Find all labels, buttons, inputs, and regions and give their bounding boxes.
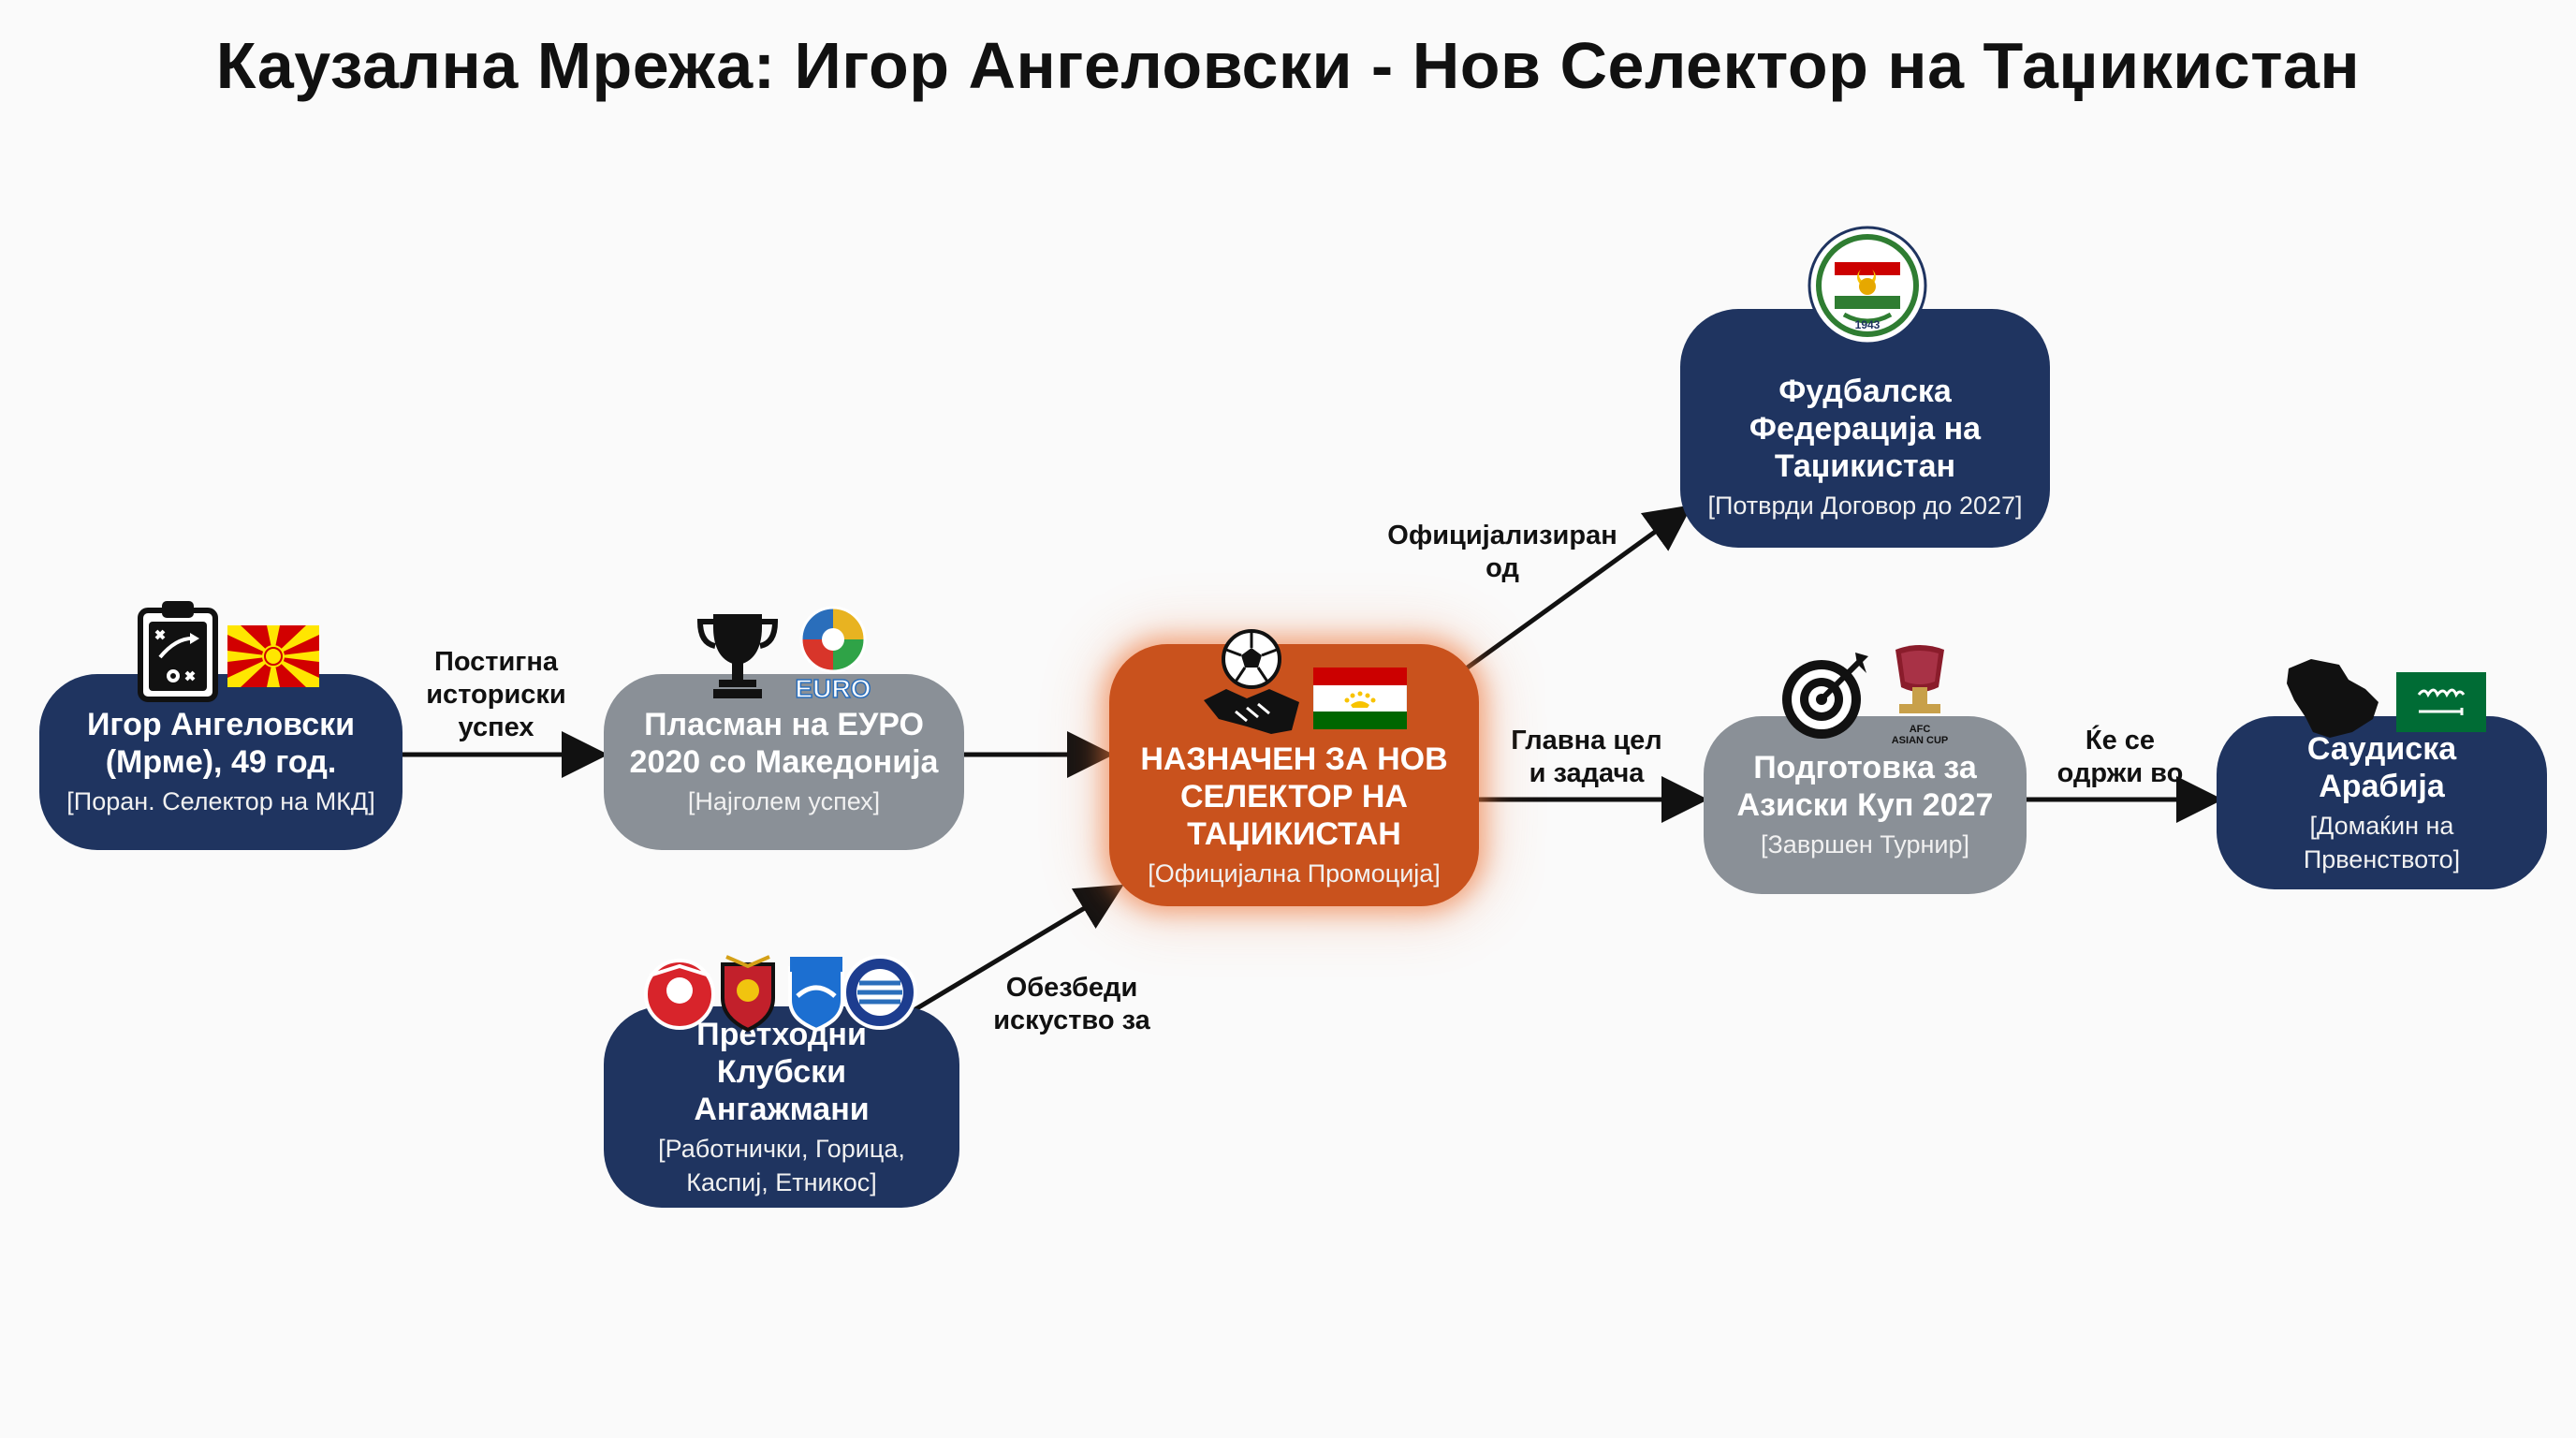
node-title: Фудбалска Федерација на Таџикистан bbox=[1749, 373, 1982, 484]
node-saudi-arabia[interactable]: Саудиска Арабија [Домаќин на Првенството… bbox=[2217, 716, 2547, 889]
node-subtitle: [Најголем успех] bbox=[687, 787, 881, 815]
kaspij-crest-icon bbox=[788, 957, 844, 1033]
node-appointed-selector[interactable]: НАЗНАЧЕН ЗА НОВ СЕЛЕКТОР НА ТАЏИКИСТАН [… bbox=[1109, 644, 1479, 906]
node-title: Подготовка за Азиски Куп 2027 bbox=[1736, 750, 1994, 823]
node-subtitle: [Завршен Турнир] bbox=[1761, 830, 1969, 858]
edge-label-appointed-federation: Официјализиран од bbox=[1387, 521, 1617, 583]
edge-label-asiancup-saudi: Ќе се одржи во bbox=[2056, 726, 2184, 788]
edge-label-clubs-appointed: Обезбеди искуство за bbox=[993, 973, 1150, 1035]
node-title: НАЗНАЧЕН ЗА НОВ СЕЛЕКТОР НА ТАЏИКИСТАН bbox=[1140, 741, 1448, 852]
node-title: Пласман на ЕУРО 2020 со Македонија bbox=[629, 707, 939, 780]
asian-cup-trophy-icon: AFC ASIAN CUP bbox=[1877, 644, 1963, 752]
node-subtitle: [Работнички, Горица, Каспиј, Етникос] bbox=[658, 1134, 905, 1196]
edge-label-appointed-asiancup: Главна цел и задача bbox=[1511, 726, 1662, 788]
target-icon bbox=[1782, 653, 1868, 739]
trophy-icon bbox=[696, 614, 779, 698]
afc-logo-text: AFC ASIAN CUP bbox=[1891, 724, 1949, 746]
gorica-crest-icon bbox=[721, 955, 775, 1033]
edge-appointed-federation bbox=[1463, 505, 1693, 672]
node-asian-cup-prep[interactable]: Подготовка за Азиски Куп 2027 [Завршен Т… bbox=[1704, 716, 2027, 894]
edge-clubs-appointed bbox=[895, 884, 1124, 1023]
node-subtitle: [Домаќин на Првенството] bbox=[2303, 811, 2461, 873]
tajikistan-flag-icon bbox=[1313, 668, 1407, 729]
euro-logo-text: EURO bbox=[795, 673, 871, 704]
club-crest-icons bbox=[640, 947, 921, 1034]
federation-emblem-icon: 1943 bbox=[1807, 225, 1928, 346]
node-title: Саудиска Арабија bbox=[2306, 730, 2457, 804]
edge-label-igor-euro: Постигна историски успех bbox=[426, 647, 566, 742]
macedonia-flag-icon bbox=[227, 625, 319, 687]
node-euro-2020[interactable]: Пласман на ЕУРО 2020 со Македонија [Најг… bbox=[604, 674, 964, 850]
node-title: Игор Ангеловски (Мрме), 49 год. bbox=[86, 707, 356, 780]
node-previous-clubs[interactable]: Претходни Клубски Ангажмани [Работнички,… bbox=[604, 1006, 959, 1208]
node-subtitle: [Официјална Промоција] bbox=[1148, 858, 1441, 888]
etnikos-crest-icon bbox=[842, 955, 917, 1030]
euro-ball-icon bbox=[799, 606, 867, 673]
node-igor-angelovski[interactable]: Игор Ангеловски (Мрме), 49 год. [Поран. … bbox=[39, 674, 402, 850]
soccer-handshake-icon bbox=[1204, 629, 1299, 734]
federation-year: 1943 bbox=[1854, 318, 1881, 331]
node-subtitle: [Потврди Договор до 2027] bbox=[1707, 491, 2023, 520]
tactics-board-icon bbox=[138, 601, 218, 702]
node-title: Претходни Клубски Ангажмани bbox=[694, 1016, 870, 1127]
node-tajik-federation[interactable]: Фудбалска Федерација на Таџикистан [Потв… bbox=[1680, 309, 2050, 548]
euro-logo-icon: EURO bbox=[791, 604, 875, 707]
page-title: Каузална Мрежа: Игор Ангеловски - Нов Се… bbox=[215, 29, 2361, 102]
node-subtitle: [Поран. Селектор на МКД] bbox=[66, 787, 375, 815]
rabotnicki-crest-icon bbox=[644, 959, 715, 1030]
saudi-map-icon bbox=[2287, 659, 2378, 738]
saudi-flag-icon bbox=[2396, 672, 2486, 732]
